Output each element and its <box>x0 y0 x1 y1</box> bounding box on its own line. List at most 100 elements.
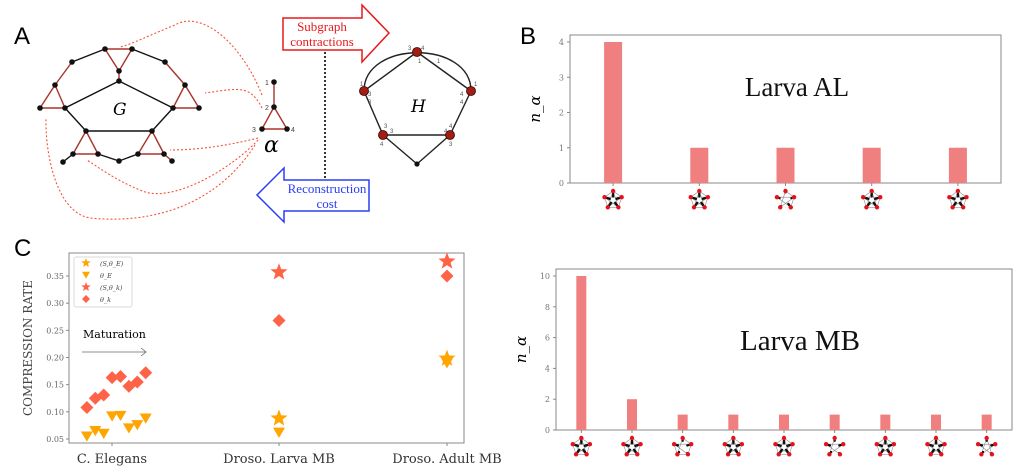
supernode <box>466 86 476 96</box>
motif-edge <box>261 106 275 130</box>
graph-edge <box>131 48 166 63</box>
graph-edge <box>416 134 451 165</box>
motif-node <box>271 79 277 85</box>
supernode <box>378 130 388 140</box>
graph-node <box>162 59 168 65</box>
motif-icon <box>774 188 797 210</box>
graph-h <box>359 47 476 167</box>
port-label: 3 <box>390 129 394 135</box>
motif-node-label: 2 <box>265 105 269 112</box>
graph-edge <box>137 130 153 155</box>
x-tick-label: Droso. Larva MB <box>223 452 335 467</box>
graph-node <box>116 158 122 164</box>
panel-label-a: A <box>14 23 30 50</box>
graph-node <box>196 105 202 111</box>
port-label: 4 <box>449 124 453 130</box>
bar <box>948 147 967 183</box>
y-tick-label: 8 <box>545 303 550 312</box>
data-point <box>270 409 288 426</box>
bar <box>779 414 789 430</box>
y-axis-label: n_α <box>526 95 544 122</box>
reconstruction-label-line2: cost <box>317 196 338 211</box>
data-point <box>130 375 144 389</box>
x-tick-label: C. Elegans <box>77 452 147 467</box>
data-point <box>97 388 111 402</box>
graph-edge <box>449 90 472 136</box>
motif-mapping-arrows <box>45 20 263 220</box>
data-point <box>270 263 288 280</box>
graph-edge <box>151 107 174 132</box>
motif-icon <box>860 188 883 210</box>
graph-edge <box>54 61 73 86</box>
legend-marker <box>82 295 90 303</box>
data-point <box>273 427 285 438</box>
graph-edge <box>64 80 120 109</box>
motif-node-label: 1 <box>265 80 269 87</box>
mapping-arrow <box>86 139 259 195</box>
graph-edge <box>118 153 139 162</box>
port-label: 1 <box>360 82 364 88</box>
data-point <box>139 413 152 424</box>
bar <box>880 414 891 430</box>
motif-icon <box>570 435 593 457</box>
motif-icon <box>773 435 795 457</box>
bar <box>931 414 941 430</box>
graph-node <box>116 68 122 74</box>
y-tick-label: 0 <box>545 426 550 435</box>
y-tick-label: 0.05 <box>46 435 64 444</box>
y-axis-label: COMPRESSION RATE <box>21 280 35 416</box>
bar <box>690 147 709 183</box>
data-point <box>106 411 119 422</box>
supernode <box>359 86 369 96</box>
graph-edge <box>64 107 87 132</box>
graph-node <box>116 78 122 84</box>
y-tick-label: 2 <box>559 109 564 118</box>
y-tick-label: 2 <box>545 395 550 404</box>
motif-icon <box>722 435 745 457</box>
port-label: 4 <box>444 129 448 135</box>
data-point <box>441 358 453 369</box>
y-tick-label: 0.35 <box>46 272 64 281</box>
port-label: 4 <box>421 46 425 52</box>
legend-marker <box>81 258 91 267</box>
graph-edge <box>118 48 133 72</box>
graph-edge <box>172 84 186 109</box>
graph-node <box>169 158 175 164</box>
graph-edge <box>71 48 106 63</box>
graph-node <box>62 105 68 111</box>
graph-edge <box>416 51 472 92</box>
motif-icon <box>688 188 711 210</box>
data-point <box>440 269 454 283</box>
motif-icon <box>874 435 897 457</box>
data-point <box>80 400 94 414</box>
motif-node-label: 3 <box>252 127 256 134</box>
data-point <box>272 314 286 328</box>
data-point <box>114 370 127 384</box>
motif-alpha-label: α <box>264 133 279 158</box>
graph-g-label: G <box>113 100 127 120</box>
graph-node <box>129 46 135 52</box>
bar <box>728 414 739 430</box>
maturation-annotation: Maturation <box>83 328 146 341</box>
legend-label: (S,θ_k) <box>100 284 123 292</box>
plot-frame <box>68 252 465 444</box>
graph-node <box>102 46 108 52</box>
contraction-label-line2: contractions <box>290 34 354 49</box>
graph-edge <box>118 80 174 109</box>
bar <box>677 414 688 430</box>
motif-icon <box>671 435 694 457</box>
graph-edge <box>85 130 99 155</box>
data-point <box>80 431 93 442</box>
graph-edge <box>72 130 87 155</box>
data-point <box>105 371 119 385</box>
chart-title: Larva MB <box>740 325 860 357</box>
y-tick-label: 3 <box>559 73 564 82</box>
motif-node-label: 4 <box>291 127 295 134</box>
graph-edge <box>39 84 56 109</box>
graph-edge <box>184 84 200 109</box>
